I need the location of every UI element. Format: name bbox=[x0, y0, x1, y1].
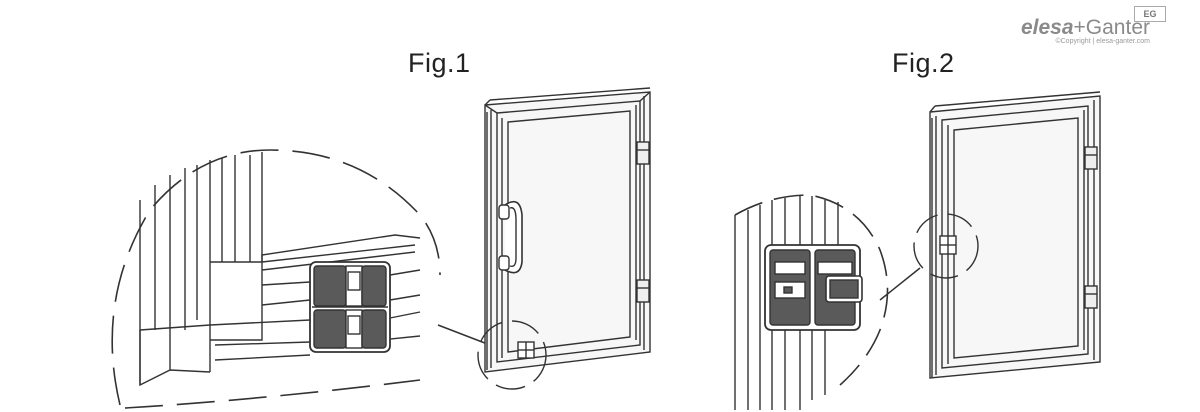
brand-mark: EG bbox=[1134, 6, 1166, 22]
fig1-detail-view bbox=[111, 149, 441, 409]
fig2-door-frame bbox=[913, 91, 1101, 379]
brand-name-part2: +Ganter bbox=[1073, 16, 1150, 39]
fig2-detail-view bbox=[734, 194, 889, 410]
brand-copyright: ©Copyright | elesa-ganter.com bbox=[1055, 38, 1150, 45]
brand-logo: elesa+Ganter ©Copyright | elesa-ganter.c… bbox=[1020, 6, 1180, 48]
fig1-callout-line bbox=[437, 324, 491, 346]
brand-name: elesa+Ganter bbox=[1021, 16, 1150, 40]
fig2-callout-line bbox=[879, 267, 921, 301]
fig2-latch-closeup bbox=[764, 244, 863, 331]
fig1-latch-closeup bbox=[309, 261, 391, 353]
fig1-label: Fig.1 bbox=[408, 48, 471, 78]
brand-name-part1: elesa bbox=[1020, 16, 1074, 39]
fig1-door-frame bbox=[477, 87, 651, 390]
fig2-label: Fig.2 bbox=[892, 48, 955, 78]
